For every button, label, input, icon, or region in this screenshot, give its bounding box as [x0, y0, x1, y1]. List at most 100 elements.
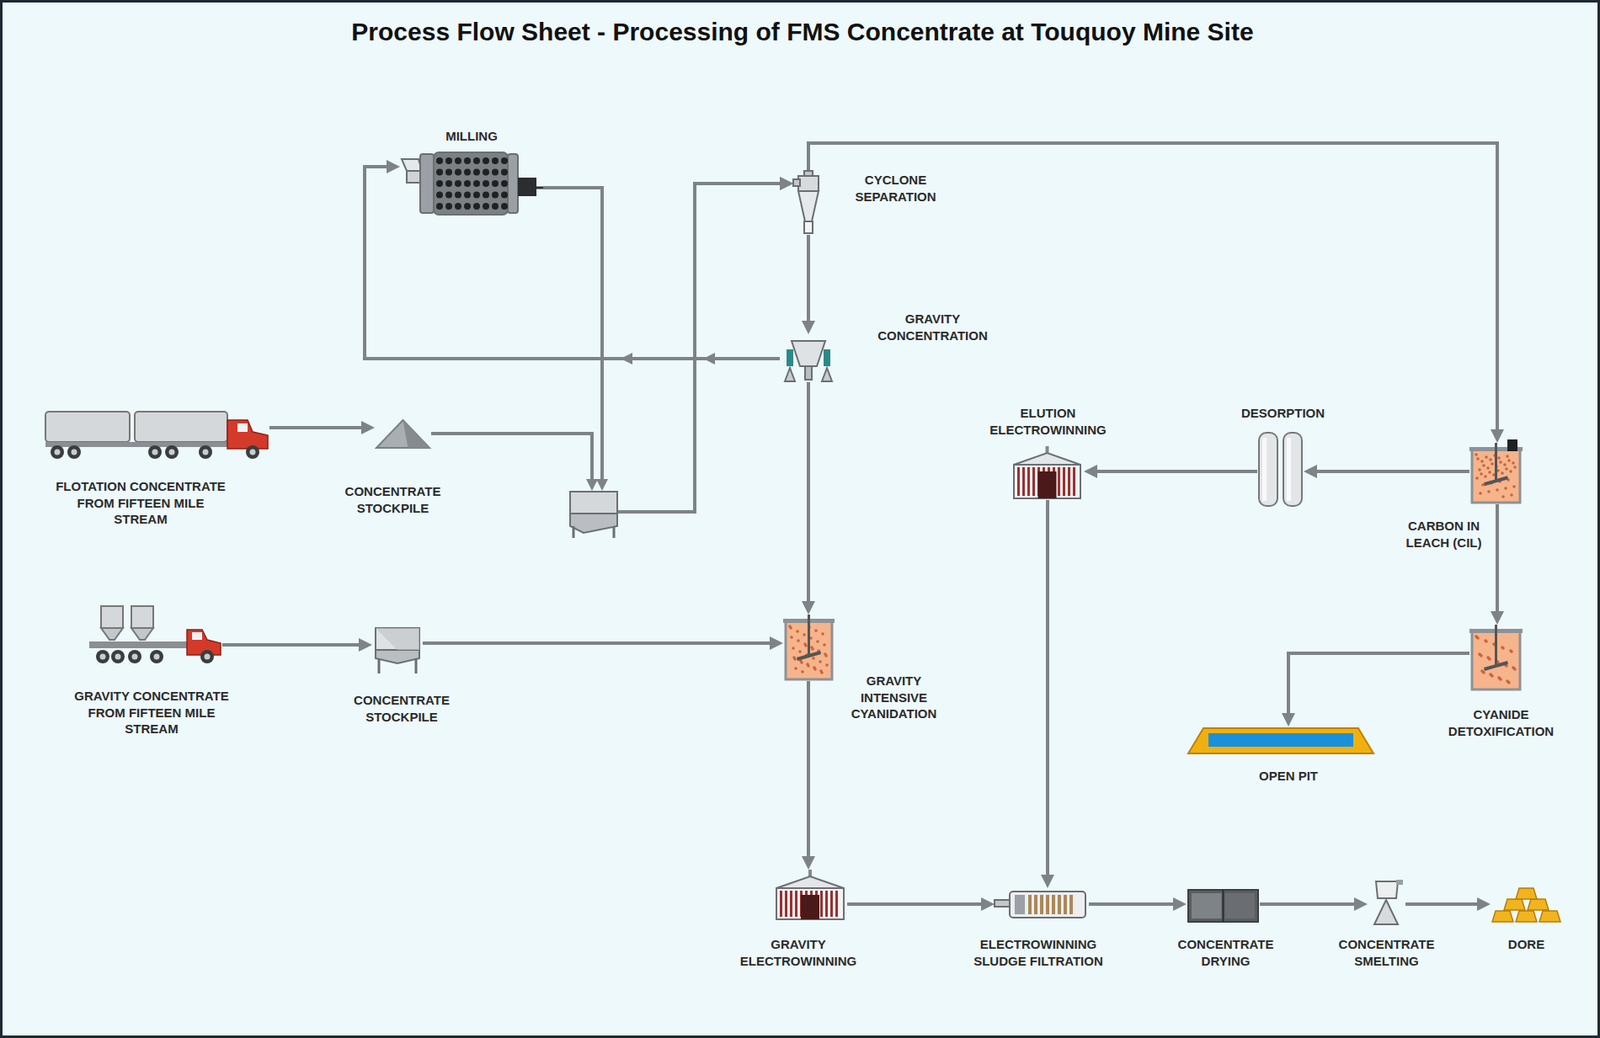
drawing-part [378, 658, 381, 674]
drawing-part [115, 654, 122, 661]
drawing-part [798, 176, 819, 192]
flow-connector [806, 382, 811, 608]
drawing-part [89, 641, 187, 649]
drawing-part [789, 626, 793, 630]
flow-connector [431, 183, 787, 512]
drawing-part [786, 349, 794, 367]
drawing-part [101, 606, 123, 629]
drawing-part [798, 191, 819, 222]
drawing-part [445, 192, 453, 199]
drawing-part [1476, 636, 1480, 640]
drawing-part [793, 657, 797, 662]
drawing-part [415, 658, 418, 674]
drawing-part [436, 157, 443, 165]
drawing-part [517, 177, 537, 197]
drawing-part [825, 890, 828, 918]
drawing-part [1057, 895, 1062, 915]
drawing-part [1063, 895, 1067, 915]
drawing-part [798, 650, 802, 654]
drawing-part [813, 667, 817, 672]
drawing-part [101, 628, 123, 640]
flow-connector [543, 183, 787, 512]
flow-arrowhead [596, 479, 608, 491]
equipment-icon [1186, 726, 1376, 756]
drawing-part [433, 152, 508, 215]
drawing-part [148, 445, 162, 459]
drawing-part [1515, 888, 1537, 900]
drawing-part [491, 192, 499, 199]
drawing-part [1483, 639, 1488, 643]
drawing-part [67, 445, 81, 459]
drawing-part [824, 654, 828, 658]
drawing-part [1072, 467, 1076, 496]
drawing-part [570, 513, 618, 534]
drawing-part [1222, 890, 1225, 923]
drawing-part [1376, 881, 1398, 899]
drawing-part [454, 169, 462, 176]
diagram-title: Process Flow Sheet - Processing of FMS C… [2, 17, 1600, 47]
drawing-part [1188, 728, 1374, 754]
drawing-part [454, 180, 462, 187]
process-unit: CARBON IN LEACH (CIL) [1469, 442, 1523, 505]
process-unit: CONCENTRATE SMELTING [1367, 880, 1406, 927]
drawing-part [776, 876, 844, 889]
drawing-part [1262, 437, 1267, 502]
sump-tank [570, 491, 618, 539]
drawing-part [1396, 880, 1403, 886]
drawing-part [1484, 640, 1488, 644]
drawing-part [237, 423, 248, 432]
drawing-part [1477, 468, 1482, 472]
drawing-part [1512, 666, 1516, 671]
drawing-part [1028, 895, 1032, 915]
equipment-icon [1469, 624, 1523, 692]
drawing-part [1482, 671, 1486, 675]
drawing-part [1509, 469, 1513, 474]
drawing-part [1014, 895, 1025, 915]
drawing-part [800, 670, 805, 674]
drawing-part [821, 368, 832, 382]
drawing-part [1504, 899, 1526, 911]
flow-connector [1045, 500, 1050, 882]
equipment-icon [89, 604, 223, 667]
flow-connector [1495, 504, 1499, 619]
drawing-part [227, 420, 268, 449]
drawing-part [464, 157, 471, 165]
drawing-part [797, 652, 822, 660]
equipment-icon [374, 418, 432, 450]
equipment-icon [372, 624, 423, 674]
process-unit: GRAVITY CONCENTRATE FROM FIFTEEN MILE ST… [89, 604, 223, 667]
drawing-part [1484, 662, 1509, 670]
drawing-part [784, 368, 795, 382]
drawing-part [994, 900, 1010, 907]
drawing-part [1511, 461, 1515, 465]
drawing-part [795, 629, 800, 634]
drawing-part [1017, 467, 1020, 496]
drawing-part [454, 157, 462, 165]
drawing-part [149, 650, 164, 664]
drawing-part [820, 671, 824, 675]
drawing-part [1067, 467, 1071, 496]
drawing-part [403, 420, 431, 448]
drawing-part [1062, 467, 1066, 496]
drawing-part [804, 221, 813, 234]
drawing-part [1476, 457, 1480, 461]
drawing-part [1481, 670, 1485, 674]
drawing-part [572, 526, 576, 539]
drawing-part [169, 449, 176, 456]
drawing-part [54, 449, 61, 456]
drawing-part [825, 663, 829, 667]
drawing-part [776, 888, 844, 920]
flow-connector [1090, 469, 1258, 474]
drawing-part [491, 169, 499, 176]
drawing-part [807, 614, 811, 656]
process-unit: CONCENTRATE STOCKPILE [372, 624, 423, 674]
drawing-part [1374, 900, 1398, 925]
drawing-part [501, 169, 508, 176]
drawing-part [536, 186, 544, 190]
process-unit: FLOTATION CONCENTRATE FROM FIFTEEN MILE … [45, 408, 270, 462]
drawing-part [805, 366, 812, 380]
process-unit: CONCENTRATE STOCKPILE [374, 418, 432, 450]
drawing-part [816, 640, 820, 644]
unit-label: GRAVITY INTENSIVE CYANIDATION [841, 672, 947, 723]
drawing-part [1069, 895, 1073, 915]
